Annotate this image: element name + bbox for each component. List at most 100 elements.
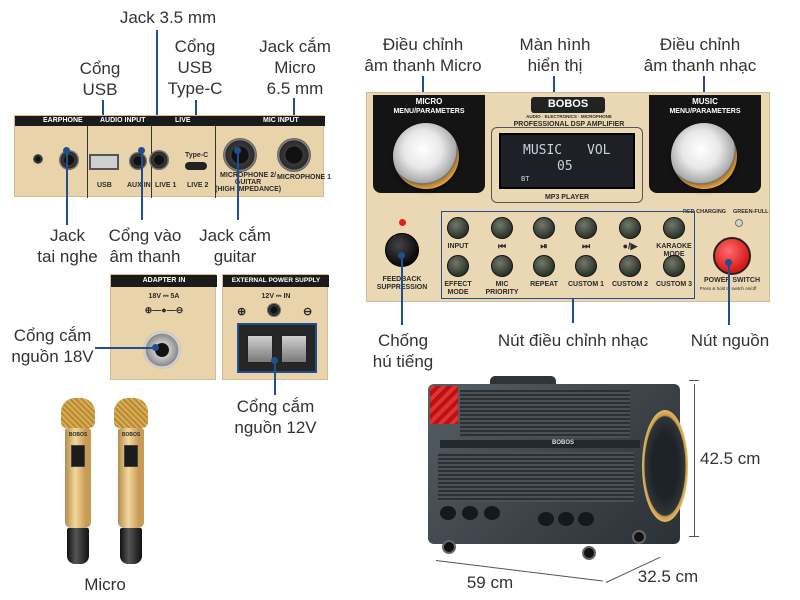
leader-dot xyxy=(234,147,241,154)
custom2-button[interactable] xyxy=(619,255,641,277)
mic-volume-knob[interactable] xyxy=(393,123,459,189)
power-hint: Press & hold to switch on/off xyxy=(699,286,757,291)
ext-title: EXTERNAL POWER SUPPLY xyxy=(231,277,321,284)
adapter-rating: 18V ⎓ 5A xyxy=(148,293,180,300)
charging-led-icon xyxy=(735,219,743,227)
guitar-jack-icon xyxy=(223,138,257,172)
leader-line xyxy=(95,347,155,349)
lcd-line2: 05 xyxy=(557,159,573,174)
lcd-line3: BT xyxy=(521,175,530,183)
record-play-icon: ●/▶ xyxy=(622,241,638,251)
record-play-button[interactable] xyxy=(619,217,641,239)
minus-icon: ⊖ xyxy=(303,306,313,318)
brand-plate xyxy=(531,97,605,113)
woofer-icon xyxy=(642,410,688,522)
wheel-icon xyxy=(442,540,456,554)
earphone-jack-icon xyxy=(59,150,79,170)
custom1-button[interactable] xyxy=(575,255,597,277)
dsp-title: PROFESSIONAL DSP AMPLIFIER xyxy=(513,121,625,128)
port-hole xyxy=(440,506,456,520)
io-mic1-label: MICROPHONE 1 xyxy=(277,174,332,181)
io-earphone-title: EARPHONE xyxy=(43,117,83,124)
label-micro: Micro xyxy=(84,575,126,594)
io-divider xyxy=(87,126,88,198)
dc-jack-18v-icon xyxy=(143,331,181,369)
terminal-icon xyxy=(281,335,307,363)
io-usb-label: USB xyxy=(97,182,112,189)
custom3-button[interactable] xyxy=(663,255,685,277)
mic-jack-icon xyxy=(277,138,311,172)
port-hole xyxy=(484,506,500,520)
adapter-panel: ADAPTER IN 18V ⎓ 5A ⊕—●—⊖ xyxy=(110,274,217,380)
speaker-bottom-grille xyxy=(438,452,634,502)
screw-icon xyxy=(33,154,43,164)
power-switch-button[interactable] xyxy=(713,237,751,275)
mic-display-icon xyxy=(124,445,138,467)
adapter-header xyxy=(111,275,217,287)
brand-subtitle: AUDIO · ELECTRONICS · MICROPHONE xyxy=(526,114,612,119)
live1-jack-icon xyxy=(149,150,169,170)
mic-brand: BOBOS xyxy=(68,432,88,438)
dimension-tick xyxy=(689,536,699,537)
port-hole xyxy=(538,512,554,526)
display-frame xyxy=(491,127,643,203)
port-hole xyxy=(578,512,594,526)
repeat-button[interactable] xyxy=(533,255,555,277)
music-title: MUSIC xyxy=(692,97,718,106)
usb-c-port-icon xyxy=(185,162,207,170)
karaoke-mode-button[interactable] xyxy=(663,217,685,239)
mp3-player-label: MP3 PLAYER xyxy=(544,194,590,201)
mic-brand: BOBOS xyxy=(121,432,141,438)
io-live2-label: LIVE 2 xyxy=(187,182,209,189)
leader-line xyxy=(141,150,143,220)
feedback-led-icon xyxy=(399,219,406,226)
io-live1-label: LIVE 1 xyxy=(155,182,177,189)
leader-dot xyxy=(725,259,732,266)
effect-mode-button[interactable] xyxy=(447,255,469,277)
lcd-line1-right: VOL xyxy=(587,143,611,158)
speaker-brand: BOBOS xyxy=(552,440,575,446)
terminal-block-icon xyxy=(237,323,317,373)
label-usb: Cổng USB xyxy=(79,59,121,99)
leader-line xyxy=(572,298,574,323)
mic-priority-label: MIC PRIORITY xyxy=(485,281,519,296)
mic-priority-button[interactable] xyxy=(491,255,513,277)
speaker-top-grille xyxy=(460,390,630,438)
label-jack-3-5: Jack 3.5 mm xyxy=(119,8,217,27)
menu-left-title: MENU/PARAMETERS xyxy=(393,108,465,115)
aux-jack-icon xyxy=(129,152,147,170)
music-volume-knob[interactable] xyxy=(671,123,737,189)
label-music-buttons: Nút điều chỉnh nhạc xyxy=(497,331,649,350)
mic-body xyxy=(65,428,91,528)
speaker-handle xyxy=(490,376,556,386)
play-pause-icon: ⏯ xyxy=(540,241,548,251)
mic-handle xyxy=(67,528,89,564)
previous-button[interactable] xyxy=(491,217,513,239)
control-panel: MICRO MENU/PARAMETERS BOBOS AUDIO · ELEC… xyxy=(366,92,770,302)
label-aux-in: Cổng vào âm thanh xyxy=(108,226,182,266)
label-depth: 32.5 cm xyxy=(637,567,699,586)
input-button[interactable] xyxy=(447,217,469,239)
lcd-line1-left: MUSIC xyxy=(523,143,563,158)
leader-dot xyxy=(398,252,405,259)
dimension-tick xyxy=(689,380,699,381)
label-height: 42.5 cm xyxy=(700,449,761,468)
port-hole xyxy=(462,506,478,520)
io-panel-header xyxy=(15,116,325,126)
power-switch-label: POWER SWITCH xyxy=(704,277,760,284)
green-full-label: GREEN-FULL xyxy=(733,209,769,215)
label-power-button: Nút nguồn xyxy=(690,331,770,350)
label-guitar-jack: Jack cắm guitar xyxy=(199,226,271,266)
terminal-icon xyxy=(247,335,273,363)
previous-icon: ⏮ xyxy=(497,241,507,251)
screw-icon xyxy=(267,303,281,317)
leader-line xyxy=(66,150,68,225)
ext-header xyxy=(223,275,329,287)
custom1-label: CUSTOM 1 xyxy=(567,281,605,288)
polarity-icon: ⊕—●—⊖ xyxy=(144,305,184,315)
next-button[interactable] xyxy=(575,217,597,239)
play-pause-button[interactable] xyxy=(533,217,555,239)
next-icon: ⏭ xyxy=(581,241,591,251)
io-live-title: LIVE xyxy=(175,117,191,124)
label-display: Màn hình hiển thị xyxy=(519,35,591,75)
